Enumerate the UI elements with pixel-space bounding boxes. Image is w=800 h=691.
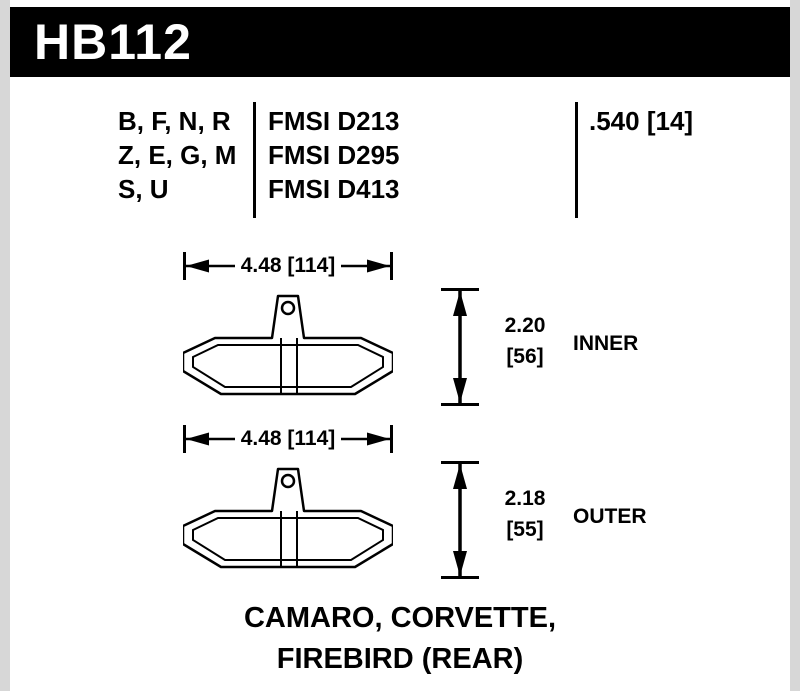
compound-row: Z, E, G, M — [118, 140, 237, 170]
pad-position-label: OUTER — [573, 505, 647, 528]
fmsi-row: FMSI D413 — [268, 174, 400, 204]
width-dimension-label: 4.48 [114] — [240, 254, 336, 277]
width-dimension-label: 4.48 [114] — [240, 427, 336, 450]
fmsi-row: FMSI D213 — [268, 106, 400, 136]
part-number-banner: HB112 — [10, 7, 790, 77]
height-value: 2.18 — [504, 487, 546, 510]
height-dimension-label: 2.20 [56] — [492, 310, 558, 372]
height-bracket: [55] — [506, 518, 544, 541]
height-dimension-label: 2.18 [55] — [492, 483, 558, 545]
fmsi-row: FMSI D295 — [268, 140, 400, 170]
part-number: HB112 — [34, 14, 192, 70]
width-dimension-arrow — [183, 425, 393, 453]
height-bracket: [56] — [506, 345, 544, 368]
compound-codes-column: B, F, N, R Z, E, G, M S, U — [118, 104, 236, 206]
pad-thickness-value: .540 [14] — [589, 106, 694, 136]
outer-pad-drawing: 4.48 [114] 2.18 [55] OUTER — [0, 423, 800, 591]
brake-pad-outline — [183, 294, 393, 396]
height-dimension-arrow — [441, 461, 479, 579]
width-dimension: 4.48 [114] — [183, 425, 393, 453]
application-label: CAMARO, CORVETTE, FIREBIRD (REAR) — [0, 598, 800, 680]
width-dimension: 4.48 [114] — [183, 252, 393, 280]
pad-position-label: INNER — [573, 332, 639, 355]
compound-row: B, F, N, R — [118, 106, 231, 136]
table-divider-right — [575, 102, 578, 218]
height-dimension-arrow — [441, 288, 479, 406]
compound-row: S, U — [118, 174, 169, 204]
page-edge-right — [790, 0, 800, 691]
inner-pad-drawing: 4.48 [114] 2.20 [56] INNER — [0, 250, 800, 418]
table-divider-left — [253, 102, 256, 218]
fmsi-column: FMSI D213 FMSI D295 FMSI D413 — [268, 104, 400, 206]
page-edge-left — [0, 0, 10, 691]
height-value: 2.20 — [504, 314, 546, 337]
application-line-1: CAMARO, CORVETTE, — [243, 602, 557, 634]
width-dimension-arrow — [183, 252, 393, 280]
brake-pad-outline — [183, 467, 393, 569]
application-line-2: FIREBIRD (REAR) — [276, 643, 524, 675]
